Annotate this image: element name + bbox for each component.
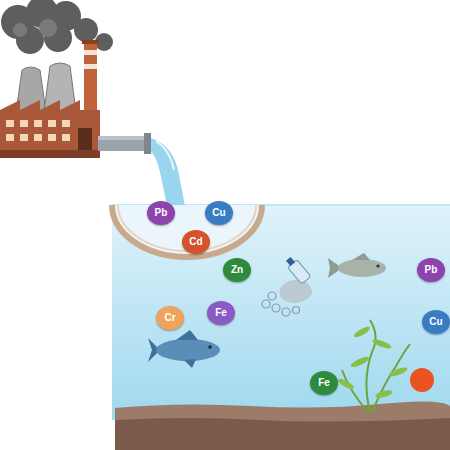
seaweed-leaf bbox=[388, 366, 409, 378]
window bbox=[6, 120, 14, 127]
element-circle: Fe bbox=[207, 301, 235, 325]
element-circle: Pb bbox=[147, 201, 175, 225]
element-symbol: Cd bbox=[189, 237, 202, 247]
seaweed-leaf bbox=[337, 377, 356, 391]
pipe-flange bbox=[144, 133, 151, 154]
window bbox=[20, 120, 28, 127]
chimney-stripe bbox=[84, 50, 97, 55]
pollutant-particle bbox=[410, 368, 434, 392]
element-symbol: Zn bbox=[231, 265, 243, 275]
plastic-bottle bbox=[284, 255, 311, 284]
fish bbox=[148, 330, 220, 368]
seaweed-leaf bbox=[375, 389, 394, 399]
pipe-highlight bbox=[98, 136, 148, 140]
microplastic bbox=[262, 300, 270, 308]
microplastic bbox=[268, 292, 276, 300]
seaweed-leaf bbox=[372, 338, 393, 350]
seaweed-stem bbox=[366, 320, 375, 412]
element-symbol: Fe bbox=[318, 378, 330, 388]
smoke-puff bbox=[74, 18, 98, 42]
element-circle: Cr bbox=[156, 306, 184, 330]
microplastic bbox=[282, 308, 290, 316]
element-symbol: Cr bbox=[164, 313, 175, 323]
microplastic bbox=[293, 307, 300, 314]
window bbox=[6, 134, 14, 141]
seaweed bbox=[342, 320, 410, 412]
window bbox=[34, 134, 42, 141]
factory-windows bbox=[6, 120, 70, 141]
seabed-layer bbox=[115, 418, 450, 450]
fish-fin bbox=[176, 330, 198, 340]
seaweed-leaf bbox=[353, 325, 372, 339]
element-symbol: Fe bbox=[215, 308, 227, 318]
factory-base bbox=[0, 150, 100, 158]
fish-fin bbox=[184, 359, 196, 368]
fish-eye bbox=[376, 264, 379, 267]
chimney-cap bbox=[82, 40, 99, 44]
fish-body bbox=[156, 339, 220, 361]
fish-body bbox=[338, 259, 386, 277]
microplastics bbox=[262, 292, 300, 316]
window bbox=[62, 120, 70, 127]
plastic-bag bbox=[279, 280, 312, 303]
fish-fin bbox=[352, 253, 370, 260]
element-symbol: Cu bbox=[212, 208, 225, 218]
sediment-pit bbox=[112, 205, 262, 257]
microplastic bbox=[272, 304, 280, 312]
element-circle: Cu bbox=[205, 201, 233, 225]
stream-highlight bbox=[156, 141, 174, 170]
bottle-cap bbox=[286, 257, 295, 266]
sediment-pit-fill bbox=[112, 205, 262, 257]
plastic-waste bbox=[262, 255, 312, 316]
factory-building bbox=[0, 100, 100, 158]
water-body bbox=[112, 205, 450, 420]
window bbox=[34, 120, 42, 127]
element-circle: Zn bbox=[223, 258, 251, 282]
seabed bbox=[115, 401, 450, 450]
chimney-stripe bbox=[84, 64, 97, 69]
smoke-highlight bbox=[13, 19, 57, 37]
fish-eye bbox=[208, 345, 212, 349]
element-circle: Cd bbox=[182, 230, 210, 254]
seaweed-stem bbox=[342, 370, 368, 412]
factory-door bbox=[78, 128, 92, 150]
seaweed-leaf bbox=[350, 355, 371, 369]
element-circle: Fe bbox=[310, 371, 338, 395]
discharge-pipe bbox=[98, 136, 148, 151]
window bbox=[48, 120, 56, 127]
element-symbol: Cu bbox=[429, 317, 442, 327]
seaweed-stem bbox=[372, 344, 410, 412]
window bbox=[48, 134, 56, 141]
element-symbol: Pb bbox=[425, 265, 438, 275]
chimney bbox=[84, 42, 97, 116]
element-circle: Pb bbox=[417, 258, 445, 282]
smoke-puff bbox=[39, 19, 57, 37]
element-symbol: Pb bbox=[155, 208, 168, 218]
window bbox=[62, 134, 70, 141]
element-circle: Cu bbox=[422, 310, 450, 334]
seaweed-leaves bbox=[337, 325, 409, 399]
smoke-puff bbox=[13, 23, 27, 37]
window bbox=[20, 134, 28, 141]
fish bbox=[328, 253, 386, 278]
